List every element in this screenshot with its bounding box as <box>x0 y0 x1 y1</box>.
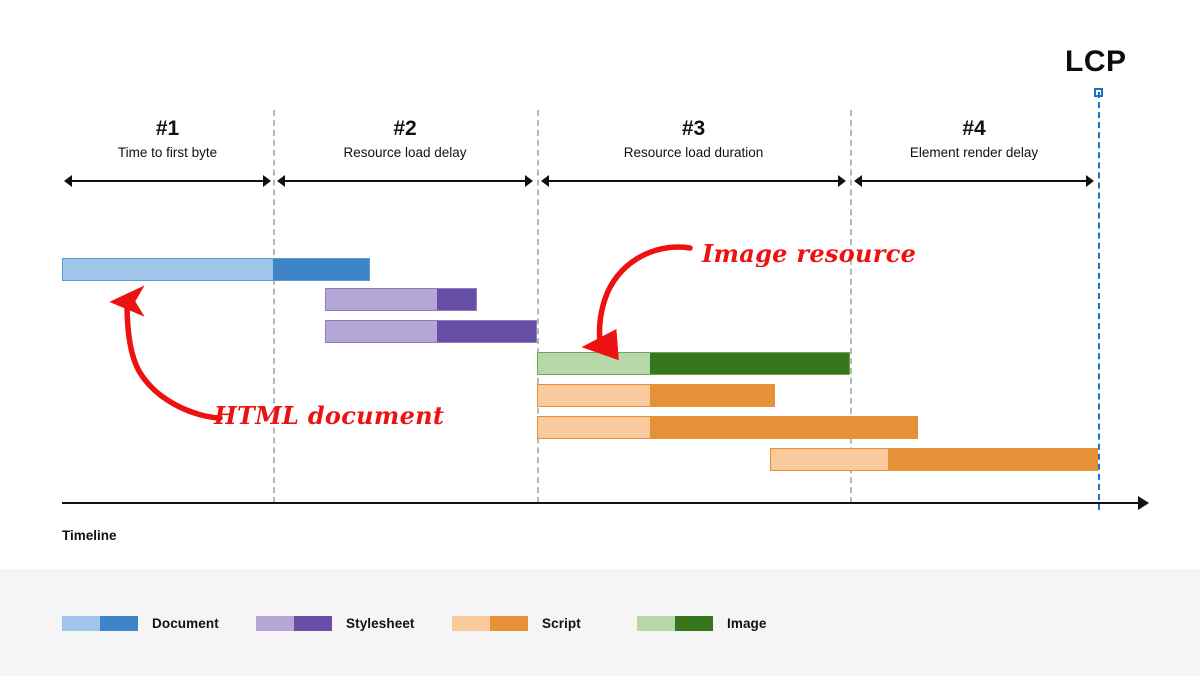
bar-script-3 <box>770 448 1098 471</box>
phase-1-number: #1 <box>155 117 180 140</box>
bar-segment-light <box>538 385 651 406</box>
annotation-html-document: HTML document <box>214 401 445 430</box>
phase-1-description: Time to first byte <box>117 145 218 161</box>
bar-segment-dark <box>650 385 774 406</box>
phase-2-description: Resource load delay <box>343 145 467 161</box>
phase-2-number: #2 <box>393 117 417 140</box>
lcp-marker-line <box>1098 92 1100 510</box>
arrow-head-left-icon <box>541 175 549 187</box>
bar-segment-light <box>63 259 273 280</box>
phase-2-arrow <box>277 175 533 187</box>
bar-stylesheet-1 <box>325 288 477 311</box>
bar-segment-dark <box>436 321 536 342</box>
arrow-head-left-icon <box>64 175 72 187</box>
bar-segment-light <box>538 353 651 374</box>
arrow-head-left-icon <box>854 175 862 187</box>
arrow-shaft <box>547 180 840 182</box>
swatch-dark <box>294 616 332 631</box>
phase-divider-1 <box>273 110 275 503</box>
html-document-arrow-icon <box>109 285 223 421</box>
legend: Document Stylesheet Script <box>0 570 1200 676</box>
legend-swatch-script <box>452 616 528 631</box>
phase-1: #1 Time to first byte <box>62 117 273 161</box>
annotation-image-resource: Image resource <box>702 239 917 268</box>
phase-3-arrow <box>541 175 846 187</box>
bar-image <box>537 352 850 375</box>
timeline-arrow-icon <box>1138 496 1149 510</box>
arrow-head-right-icon <box>525 175 533 187</box>
legend-swatch-image <box>637 616 713 631</box>
phase-3: #3 Resource load duration <box>537 117 850 161</box>
phase-4-arrow <box>854 175 1094 187</box>
lcp-label: LCP <box>1065 45 1127 78</box>
legend-label-stylesheet: Stylesheet <box>346 616 415 631</box>
bar-document <box>62 258 370 281</box>
legend-label-script: Script <box>542 616 581 631</box>
bar-script-1 <box>537 384 775 407</box>
legend-item-script: Script <box>452 616 637 631</box>
phase-4: #4 Element render delay <box>850 117 1098 161</box>
arrow-head-right-icon <box>838 175 846 187</box>
phase-4-number: #4 <box>962 117 986 140</box>
bar-segment-dark <box>436 289 476 310</box>
legend-label-document: Document <box>152 616 219 631</box>
legend-label-image: Image <box>727 616 767 631</box>
bar-segment-dark <box>650 353 849 374</box>
phase-1-arrow <box>64 175 271 187</box>
arrow-shaft <box>860 180 1088 182</box>
bar-segment-light <box>538 417 651 438</box>
phase-4-description: Element render delay <box>909 145 1039 161</box>
arrow-head-right-icon <box>263 175 271 187</box>
arrow-head-right-icon <box>1086 175 1094 187</box>
phase-3-number: #3 <box>681 117 706 140</box>
arrow-head-left-icon <box>277 175 285 187</box>
arrow-shaft <box>283 180 527 182</box>
bar-segment-dark <box>888 449 1097 470</box>
legend-item-document: Document <box>62 616 256 631</box>
bar-script-2 <box>537 416 918 439</box>
legend-swatch-document <box>62 616 138 631</box>
swatch-light <box>62 616 100 631</box>
bar-segment-light <box>771 449 889 470</box>
phase-divider-3 <box>850 110 852 503</box>
bar-segment-dark <box>650 417 917 438</box>
swatch-light <box>637 616 675 631</box>
phase-3-description: Resource load duration <box>623 145 764 161</box>
bar-segment-light <box>326 289 437 310</box>
chart-area: LCP #1 Time to first byte #2 Resource lo… <box>62 45 1149 543</box>
timeline-label: Timeline <box>62 528 117 543</box>
swatch-light <box>256 616 294 631</box>
bar-stylesheet-2 <box>325 320 537 343</box>
legend-swatch-stylesheet <box>256 616 332 631</box>
swatch-dark <box>675 616 713 631</box>
timeline-axis <box>62 502 1140 504</box>
phase-divider-2 <box>537 110 539 503</box>
swatch-dark <box>490 616 528 631</box>
swatch-light <box>452 616 490 631</box>
legend-item-image: Image <box>637 616 767 631</box>
legend-item-stylesheet: Stylesheet <box>256 616 452 631</box>
arrow-shaft <box>70 180 265 182</box>
legend-row: Document Stylesheet Script <box>62 616 767 631</box>
phase-2: #2 Resource load delay <box>273 117 537 161</box>
bar-segment-light <box>326 321 437 342</box>
swatch-dark <box>100 616 138 631</box>
bar-segment-dark <box>272 259 369 280</box>
